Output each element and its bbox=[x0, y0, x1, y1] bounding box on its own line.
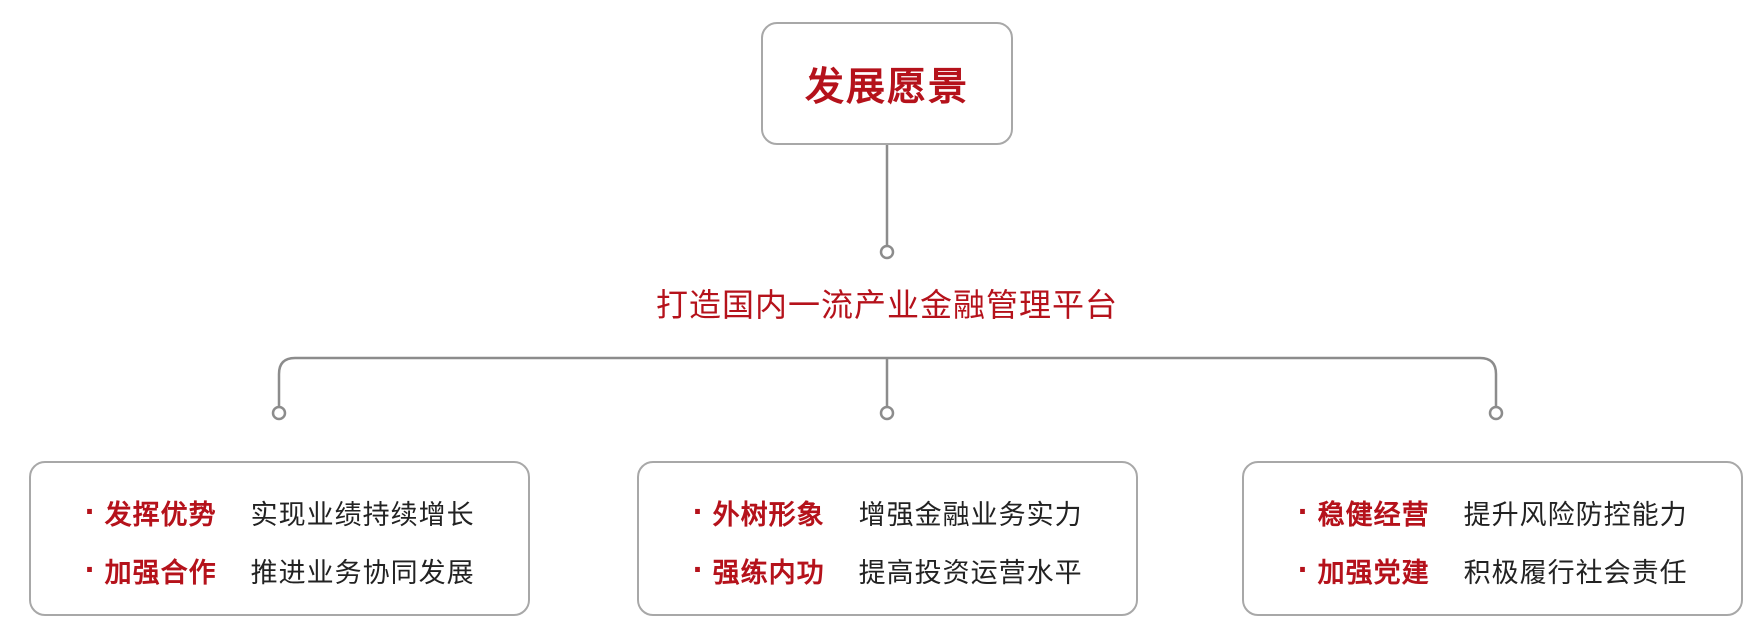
bullet-mark: · bbox=[1297, 497, 1308, 528]
root-stem-end-dot bbox=[879, 244, 895, 260]
item-keyword: 强练内功 bbox=[712, 558, 825, 589]
branch-item: · 加强合作 推进业务协同发展 bbox=[31, 551, 528, 590]
bullet-mark: · bbox=[84, 555, 95, 586]
branch-item: · 强练内功 提高投资运营水平 bbox=[639, 551, 1136, 590]
item-keyword: 稳健经营 bbox=[1317, 500, 1430, 531]
item-description: 提升风险防控能力 bbox=[1463, 500, 1688, 531]
item-description: 积极履行社会责任 bbox=[1463, 558, 1688, 589]
right-branch-dot bbox=[1488, 405, 1504, 421]
item-description: 实现业绩持续增长 bbox=[250, 500, 475, 531]
bullet-mark: · bbox=[1297, 555, 1308, 586]
bullet-mark: · bbox=[692, 497, 703, 528]
branch-box-right: · 稳健经营 提升风险防控能力 · 加强党建 积极履行社会责任 bbox=[1242, 461, 1743, 616]
root-node: 发展愿景 bbox=[761, 22, 1013, 145]
branch-item: · 稳健经营 提升风险防控能力 bbox=[1244, 493, 1741, 532]
branch-box-center: · 外树形象 增强金融业务实力 · 强练内功 提高投资运营水平 bbox=[637, 461, 1138, 616]
item-keyword: 发挥优势 bbox=[104, 500, 217, 531]
bullet-mark: · bbox=[84, 497, 95, 528]
bullet-mark: · bbox=[692, 555, 703, 586]
branch-item: · 外树形象 增强金融业务实力 bbox=[639, 493, 1136, 532]
branch-item: · 发挥优势 实现业绩持续增长 bbox=[31, 493, 528, 532]
root-title: 发展愿景 bbox=[804, 64, 969, 110]
item-keyword: 加强合作 bbox=[104, 558, 217, 589]
item-keyword: 外树形象 bbox=[712, 500, 825, 531]
center-branch-dot bbox=[879, 405, 895, 421]
vision-statement: 打造国内一流产业金融管理平台 bbox=[655, 286, 1118, 324]
branch-item: · 加强党建 积极履行社会责任 bbox=[1244, 551, 1741, 590]
item-description: 增强金融业务实力 bbox=[858, 500, 1083, 531]
item-keyword: 加强党建 bbox=[1317, 558, 1430, 589]
branch-box-left: · 发挥优势 实现业绩持续增长 · 加强合作 推进业务协同发展 bbox=[29, 461, 530, 616]
item-description: 提高投资运营水平 bbox=[858, 558, 1083, 589]
item-description: 推进业务协同发展 bbox=[250, 558, 475, 589]
left-branch-dot bbox=[271, 405, 287, 421]
